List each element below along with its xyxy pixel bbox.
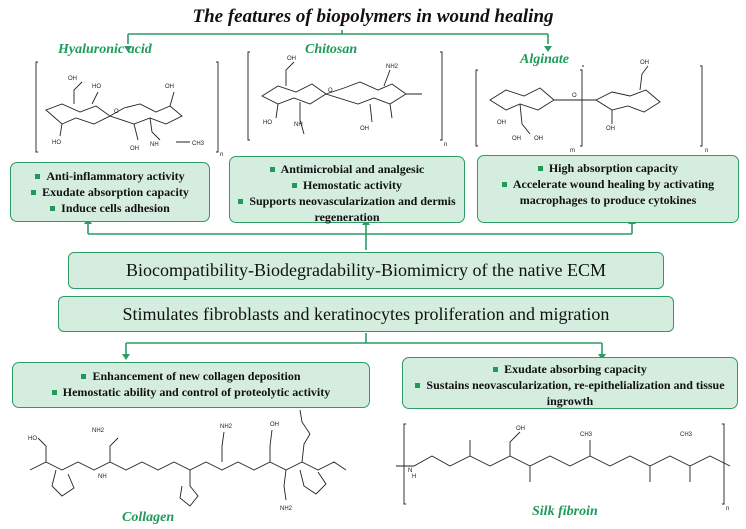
bullet-icon [238,198,244,204]
atom-label: OH [287,56,296,62]
atom-label: HO [52,140,61,146]
atom-label: N [408,468,412,474]
atom-label: OH [606,126,615,132]
feature-item: Hemostatic activity [236,177,458,193]
bullet-icon [537,165,543,171]
hyaluronic-acid-structure: OH HO HO O OH OH NH CH3 n [35,61,223,158]
feature-item: Accelerate wound healing by activating m… [484,176,732,208]
atom-label: n [220,152,223,158]
feature-item: Exudate absorbing capacity [409,361,731,377]
atom-label: n [444,142,447,148]
atom-label: OH [516,426,525,432]
bullet-icon [292,182,298,188]
atom-label: CH3 [192,141,205,147]
atom-label: HO [92,84,101,90]
bullet-icon [31,189,37,195]
bullet-icon [35,173,41,179]
alginate-label: Alginate [520,52,570,67]
feature-item: Sustains neovascularization, re-epitheli… [409,377,731,409]
atom-label: CH3 [580,432,593,438]
collagen-label: Collagen [122,510,175,525]
atom-label: NH2 [280,506,293,512]
collagen-features: Enhancement of new collagen deposition H… [12,362,370,408]
atom-label: OH [640,60,649,66]
atom-label: NH [98,474,107,480]
atom-label: NH2 [220,424,233,430]
atom-label: m [570,148,575,154]
atom-label: O [572,93,577,99]
chitosan-features: Antimicrobial and analgesic Hemostatic a… [229,156,465,225]
atom-label: OH [512,136,521,142]
atom-label: NH [150,142,159,148]
atom-label: OH [270,422,279,428]
atom-label: OH [130,146,139,152]
atom-label: OH [360,126,369,132]
atom-label: HO [28,436,37,442]
diagram-title: The features of biopolymers in wound hea… [192,6,554,27]
bullet-icon [269,166,275,172]
bullet-icon [493,366,499,372]
atom-label: OH [534,136,543,142]
bullet-icon [415,382,421,388]
alginate-structure: OH OH OH O OH OH m n [475,60,708,154]
feature-item: Anti-inflammatory activity [11,168,209,184]
feature-item: Supports neovascularization and dermis r… [236,193,458,225]
atom-label: O [114,109,119,115]
hyaluronic-acid-features: Anti-inflammatory activity Exudate absor… [10,162,210,222]
collagen-structure: HO NH2 NH2 OH NH2 NH2 NH [28,402,347,512]
bullet-icon [81,373,87,379]
atom-label: CH3 [680,432,693,438]
silk-fibroin-structure: H N OH CH3 CH3 n [396,423,731,512]
shared-feature-biocompatibility: Biocompatibility-Biodegradability-Biomim… [68,252,664,289]
feature-item: Induce cells adhesion [11,200,209,216]
feature-item: Hemostatic ability and control of proteo… [13,384,369,400]
atom-label: HO [263,120,272,126]
feature-item: High absorption capacity [484,160,732,176]
atom-label: n [705,148,708,154]
atom-label: NH2 [92,428,105,434]
atom-label: H [412,474,416,480]
shared-feature-proliferation: Stimulates fibroblasts and keratinocytes… [58,296,674,332]
hyaluronic-acid-label: Hyaluronic acid [58,42,152,57]
alginate-features: High absorption capacity Accelerate woun… [477,155,739,223]
feature-item: Exudate absorption capacity [11,184,209,200]
bullet-icon [51,389,57,395]
atom-label: O [328,88,333,94]
bullet-icon [501,181,507,187]
silk-fibroin-label: Silk fibroin [532,504,598,519]
atom-label: NH [294,122,303,128]
chitosan-structure: OH HO NH O NH2 OH n [247,51,447,148]
bullet-icon [50,205,56,211]
atom-label: OH [165,84,174,90]
feature-item: Enhancement of new collagen deposition [13,368,369,384]
atom-label: n [726,506,729,512]
silk-fibroin-features: Exudate absorbing capacity Sustains neov… [402,357,738,409]
atom-label: OH [497,120,506,126]
chitosan-label: Chitosan [305,42,358,57]
feature-item: Antimicrobial and analgesic [236,161,458,177]
atom-label: NH2 [386,64,399,70]
atom-label: OH [68,76,77,82]
